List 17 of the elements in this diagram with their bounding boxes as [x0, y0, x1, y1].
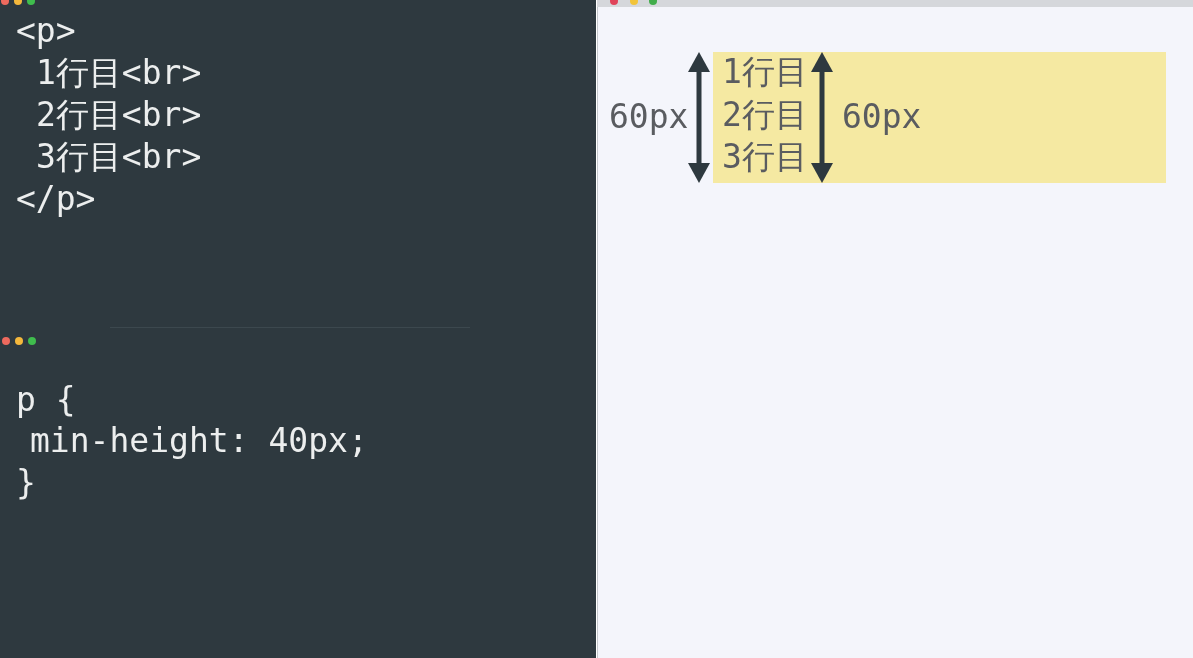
code-line: min-height: 40px;	[30, 420, 368, 462]
code-line: p {	[16, 379, 76, 421]
text-line: 2行目	[722, 94, 808, 136]
code-line: <p>	[16, 10, 76, 52]
paragraph-box	[713, 52, 1166, 183]
code-line: }	[16, 462, 36, 504]
code-line: 1行目<br>	[36, 52, 202, 94]
text-line: 1行目	[722, 51, 808, 93]
code-line: 2行目<br>	[36, 94, 202, 136]
code-line: </p>	[16, 178, 96, 220]
code-line: 3行目<br>	[36, 136, 202, 178]
dimension-label: 60px	[842, 96, 922, 138]
text-line: 3行目	[722, 136, 808, 178]
browser-window	[597, 0, 1193, 658]
code-editor-panel	[0, 0, 596, 328]
dimension-label: 60px	[609, 96, 689, 138]
code-editor-panel	[0, 328, 596, 658]
